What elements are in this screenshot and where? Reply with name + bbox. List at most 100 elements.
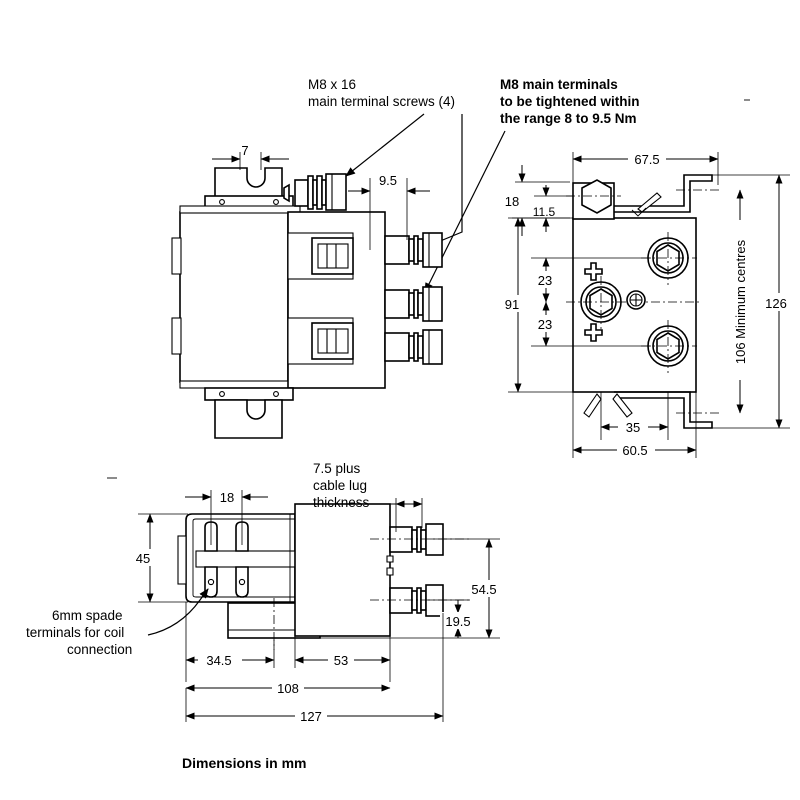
dim-675-label-bg	[628, 149, 666, 165]
front-top-bracket-flange	[614, 174, 713, 213]
dim-126-label: 126	[765, 296, 787, 311]
side-terminal-bolt-1	[384, 232, 443, 268]
front-bottom-wedge-right	[612, 393, 633, 418]
dim-108-label-bg	[272, 679, 304, 696]
dim-23-lower: 23	[531, 301, 651, 347]
note-lug-line1: 7.5 plus	[313, 461, 361, 476]
plan-center-bar	[195, 550, 296, 568]
side-body-top-strip	[179, 205, 301, 214]
dim-23-lower-label: 23	[538, 317, 552, 332]
dim-9-5: 9.5	[348, 173, 430, 250]
side-body-bottom-strip	[179, 380, 301, 389]
front-bottom-wedge-left	[583, 393, 602, 418]
plan-stud-l-boss	[389, 587, 413, 614]
dim-545-label-bg	[466, 580, 502, 597]
side-bottom-bracket	[214, 399, 283, 439]
dim-23-upper-label: 23	[538, 273, 552, 288]
dim-605-label-bg	[617, 441, 655, 458]
dim-23l-label-bg	[531, 315, 559, 332]
dim-106-label: 106 Minimum centres	[733, 239, 748, 364]
leader-screw-top	[345, 113, 425, 177]
dim-106-minimum-centres: 106 Minimum centres	[731, 189, 749, 414]
dim-106-label-bg	[731, 220, 749, 380]
side-elevation-view: 7 9.5	[171, 143, 443, 439]
side-bolt1-nut	[422, 232, 443, 268]
plan-terminal-stud-lower	[370, 584, 470, 617]
side-terminal-bolt-2	[384, 286, 443, 322]
front-plus-mark-lower	[584, 323, 603, 342]
dim-23u-label-bg	[531, 271, 559, 288]
plan-left-tab	[177, 535, 187, 585]
note-torque-line1: M8 main terminals	[500, 77, 618, 92]
dim-195-label-bg	[440, 612, 476, 629]
front-top-detail-notch	[631, 207, 647, 217]
front-polarity-plus-lower	[584, 323, 603, 342]
dim-45-label-bg	[131, 549, 156, 566]
plan-block-detail-2	[386, 567, 394, 576]
plan-spade-lower-left-hole	[207, 578, 215, 586]
note-coil-line2: terminals for coil	[26, 625, 124, 640]
dim-675-label: 67.5	[634, 152, 659, 167]
dim-127: 127	[185, 613, 444, 724]
dim-45: 45	[131, 513, 188, 603]
dim-7: 7	[212, 143, 289, 170]
side-top-bracket-hole-left	[219, 199, 225, 205]
dim-95-label: 9.5	[379, 173, 397, 188]
note-lug-line2: cable lug	[313, 478, 367, 493]
side-bottom-bracket-hole-right	[273, 391, 279, 397]
side-top-bracket-hole-right	[273, 199, 279, 205]
side-bolt2-boss	[384, 289, 410, 319]
dim-605-label: 60.5	[622, 443, 647, 458]
dim-127-label-bg	[295, 707, 327, 724]
note-torque-line2: to be tightened within	[500, 94, 639, 109]
side-contact-upper-inner	[317, 243, 349, 269]
side-body-tab-lower	[171, 317, 182, 355]
dim-19-5: 19.5	[428, 599, 476, 638]
plan-main-block	[294, 503, 391, 637]
plan-stud-u-boss	[389, 526, 413, 553]
note-screw-line2: main terminal screws (4)	[308, 94, 455, 109]
plan-terminal-stud-upper	[370, 523, 470, 556]
side-bottom-bracket-hole-left	[219, 391, 225, 397]
dim-23-upper: 23	[531, 257, 651, 303]
plan-stud-l-nut	[425, 584, 444, 617]
note-cable-lug: 7.5 plus cable lug thickness	[313, 461, 423, 532]
side-top-bolt-nut	[325, 173, 347, 211]
side-contact-lower-inner	[317, 328, 349, 354]
side-top-bolt-base	[294, 179, 309, 207]
front-hex-nut	[581, 179, 612, 214]
plan-stud-u-nut	[425, 523, 444, 556]
page-caption: Dimensions in mm	[182, 755, 306, 771]
dim-45-label: 45	[136, 551, 150, 566]
front-terminal-hole-lower-right	[641, 320, 697, 373]
side-top-bolt-head	[283, 183, 290, 203]
plan-block-detail-1	[386, 555, 394, 563]
dim-91-label: 91	[505, 297, 519, 312]
note-screw-line1: M8 x 16	[308, 77, 356, 92]
dim-7-label: 7	[241, 143, 248, 158]
front-screw-cross	[630, 294, 642, 306]
side-bottom-bracket-foot	[204, 387, 294, 401]
dim-18p-label-bg	[215, 488, 239, 505]
leader-coil	[147, 588, 209, 636]
note-coil-line3: connection	[67, 642, 132, 657]
front-elevation-view: 67.5 18 11.5 91	[500, 149, 794, 458]
dim-35-label-bg	[618, 418, 648, 435]
dim-18-plan: 18	[185, 488, 268, 545]
dim-345-label-bg	[198, 651, 242, 668]
dim-126-label-bg	[760, 293, 794, 311]
dim-11-5: 11.5	[533, 185, 573, 232]
dim-53: 53	[294, 613, 391, 682]
side-contact-upper	[287, 232, 354, 280]
dim-91-label-bg	[500, 295, 524, 312]
side-body-tab-upper	[171, 237, 182, 275]
front-terminal-hole-upper-right	[641, 232, 697, 285]
front-top-detail-wedge	[637, 192, 662, 213]
note-coil-terminals: 6mm spade terminals for coil connection	[26, 588, 209, 657]
dim-35: 35	[600, 392, 669, 440]
dim-60-5: 60.5	[572, 392, 697, 458]
dim-53-label: 53	[334, 653, 348, 668]
